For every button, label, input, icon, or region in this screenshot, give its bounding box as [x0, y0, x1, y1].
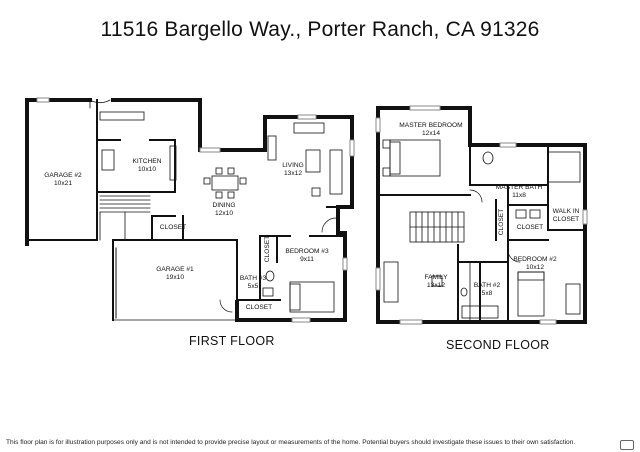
- room-name: BATH #2: [473, 282, 501, 289]
- room-size: 12x14: [422, 130, 440, 137]
- room-closet-b: CLOSET: [264, 231, 272, 267]
- living-sofa: [267, 122, 343, 197]
- room-name: LIVING: [282, 162, 304, 169]
- bath2-fixtures: [460, 287, 499, 319]
- room-name: GARAGE #1: [156, 266, 194, 273]
- room-name: BEDROOM #2: [513, 256, 557, 263]
- room-size: 10x12: [526, 264, 544, 271]
- room-closet-d: CLOSET: [498, 206, 506, 238]
- room-garage2: GARAGE #2 10x21: [40, 172, 86, 188]
- room-name: CLOSET: [516, 224, 544, 231]
- room-bedroom2: BEDROOM #2 10x12: [510, 256, 560, 272]
- room-bedroom3: BEDROOM #3 9x11: [282, 248, 332, 264]
- room-kitchen: KITCHEN 10x10: [127, 158, 167, 174]
- room-name: CLOSET: [264, 235, 271, 263]
- room-garage1: GARAGE #1 19x10: [150, 266, 200, 282]
- room-dining: DINING 12x10: [204, 202, 244, 218]
- dining-table: [203, 167, 247, 199]
- room-master-bedroom: MASTER BEDROOM 12x14: [396, 122, 466, 138]
- room-closet-e: CLOSET: [514, 224, 546, 232]
- room-name: WALK IN CLOSET: [552, 208, 580, 223]
- room-name: CLOSET: [245, 304, 273, 311]
- room-name: BATH #3: [239, 275, 267, 282]
- room-living: LIVING 13x12: [276, 162, 310, 178]
- room-name: GARAGE #2: [44, 172, 82, 179]
- second-floor-stairs: [409, 211, 465, 243]
- master-bed: [382, 139, 441, 177]
- room-size: 10x21: [54, 180, 72, 187]
- room-name: CLOSET: [498, 208, 505, 236]
- first-floor-label: FIRST FLOOR: [189, 334, 275, 348]
- master-bath-fixtures: [482, 151, 581, 219]
- room-walk-in-closet: WALK IN CLOSET: [551, 208, 581, 224]
- room-size: 13x12: [284, 170, 302, 177]
- bath3-fixtures: [262, 270, 275, 297]
- bedroom3-bed: [289, 281, 335, 313]
- room-name: KITCHEN: [132, 158, 162, 165]
- plan-title: 11516 Bargello Way., Porter Ranch, CA 91…: [100, 18, 540, 41]
- room-size: 9x11: [300, 256, 314, 263]
- first-floor-stairs: [99, 195, 151, 241]
- room-name: MASTER BATH: [495, 184, 543, 191]
- room-master-bath: MASTER BATH 11x8: [494, 184, 544, 200]
- room-name: BEDROOM #3: [285, 248, 329, 255]
- room-name: MASTER BEDROOM: [399, 122, 463, 129]
- disclaimer-text: This floor plan is for illustration purp…: [6, 439, 576, 446]
- room-closet-a: CLOSET: [158, 224, 188, 232]
- room-size: 5x8: [481, 290, 493, 297]
- second-floor-label: SECOND FLOOR: [446, 338, 550, 352]
- first-floor-walls: [25, 98, 354, 322]
- room-size: 13x12: [427, 282, 445, 289]
- room-bath2: BATH #2 5x8: [470, 282, 504, 298]
- room-name: FAMILY: [424, 274, 448, 281]
- room-closet-c: CLOSET: [242, 304, 276, 312]
- logo-icon: [620, 440, 634, 450]
- room-size: 12x10: [215, 210, 233, 217]
- bedroom2-bed: [517, 271, 581, 317]
- room-name: DINING: [212, 202, 236, 209]
- room-bath3: BATH #3 5x5: [238, 275, 268, 291]
- room-family: FAMILY 13x12: [418, 274, 454, 290]
- family-furniture: [383, 261, 443, 303]
- room-size: 19x10: [166, 274, 184, 281]
- room-name: CLOSET: [159, 224, 187, 231]
- room-size: 5x5: [247, 283, 259, 290]
- room-size: 10x10: [138, 166, 156, 173]
- room-size: 11x8: [512, 192, 526, 199]
- second-floor-inner-walls: [377, 144, 586, 323]
- kitchen-counter: [99, 111, 177, 181]
